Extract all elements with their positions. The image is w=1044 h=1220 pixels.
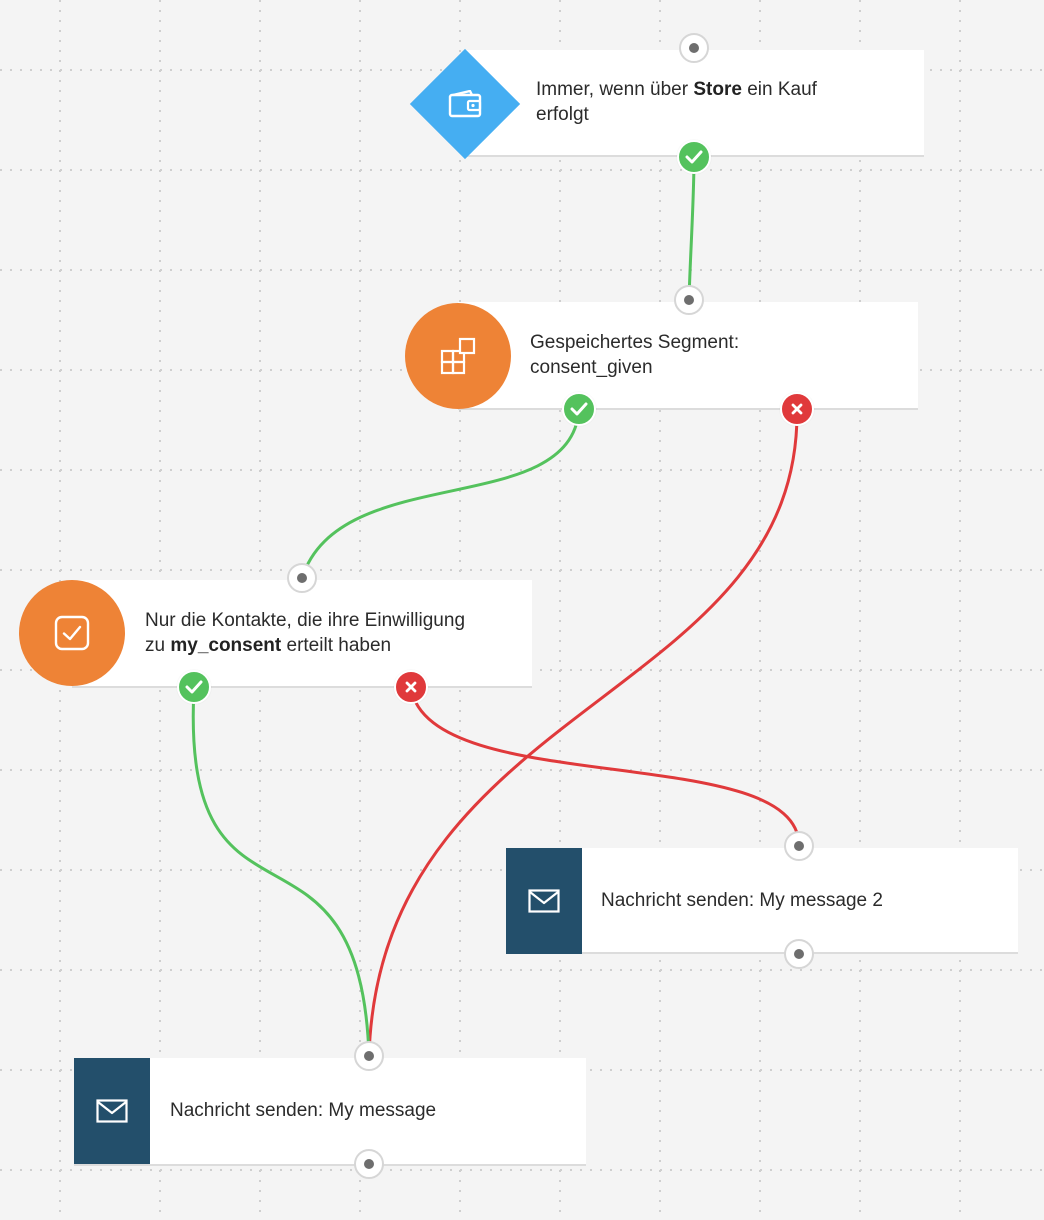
trigger-yes-output[interactable] xyxy=(677,140,711,174)
message2-output-port[interactable] xyxy=(784,939,814,969)
consent-node-text: Nur die Kontakte, die ihre Einwilligung … xyxy=(145,608,525,658)
close-icon xyxy=(791,403,803,415)
segment-yes-output[interactable] xyxy=(562,392,596,426)
segment-blocks-icon xyxy=(440,337,476,375)
consent-icon-badge xyxy=(19,580,125,686)
message2-node[interactable]: Nachricht senden: My message 2 xyxy=(506,848,1018,954)
message1-icon-badge xyxy=(74,1058,150,1164)
envelope-icon xyxy=(96,1099,128,1123)
trigger-store-name: Store xyxy=(693,79,742,100)
message2-icon-badge xyxy=(506,848,582,954)
consent-text-prefix: zu xyxy=(145,635,171,656)
segment-icon-badge xyxy=(405,303,511,409)
message2-input-port[interactable] xyxy=(784,831,814,861)
consent-text-line1: Nur die Kontakte, die ihre Einwilligung xyxy=(145,610,466,631)
segment-input-port[interactable] xyxy=(674,285,704,315)
close-icon xyxy=(405,681,417,693)
check-icon xyxy=(185,680,203,694)
trigger-input-port[interactable] xyxy=(679,33,709,63)
consent-no-output[interactable] xyxy=(394,670,428,704)
segment-node[interactable]: Gespeichertes Segment: consent_given xyxy=(458,302,918,410)
segment-node-text: Gespeichertes Segment: consent_given xyxy=(530,330,900,380)
trigger-icon-badge xyxy=(409,48,521,160)
segment-no-output[interactable] xyxy=(780,392,814,426)
segment-text-line2: consent_given xyxy=(530,357,653,378)
message1-output-port[interactable] xyxy=(354,1149,384,1179)
consent-name: my_consent xyxy=(170,635,282,656)
message2-label: Nachricht senden: My message 2 xyxy=(601,890,883,911)
consent-node[interactable]: Nur die Kontakte, die ihre Einwilligung … xyxy=(72,580,532,688)
envelope-icon xyxy=(528,889,560,913)
trigger-text-before: Immer, wenn über xyxy=(536,79,694,100)
trigger-text-line2: erfolgt xyxy=(536,104,589,125)
trigger-node-text: Immer, wenn über Store ein Kauf erfolgt xyxy=(536,77,906,127)
trigger-node[interactable]: Immer, wenn über Store ein Kauf erfolgt xyxy=(464,50,924,157)
message1-node[interactable]: Nachricht senden: My message xyxy=(74,1058,586,1166)
message1-label: Nachricht senden: My message xyxy=(170,1100,437,1121)
trigger-text-after: ein Kauf xyxy=(741,79,817,100)
consent-input-port[interactable] xyxy=(287,563,317,593)
segment-text-line1: Gespeichertes Segment: xyxy=(530,332,740,353)
consent-yes-output[interactable] xyxy=(177,670,211,704)
wallet-icon xyxy=(448,90,482,118)
checkbox-icon xyxy=(54,615,90,651)
consent-text-suffix: erteilt haben xyxy=(281,635,392,656)
check-icon xyxy=(685,150,703,164)
message1-input-port[interactable] xyxy=(354,1041,384,1071)
check-icon xyxy=(570,402,588,416)
